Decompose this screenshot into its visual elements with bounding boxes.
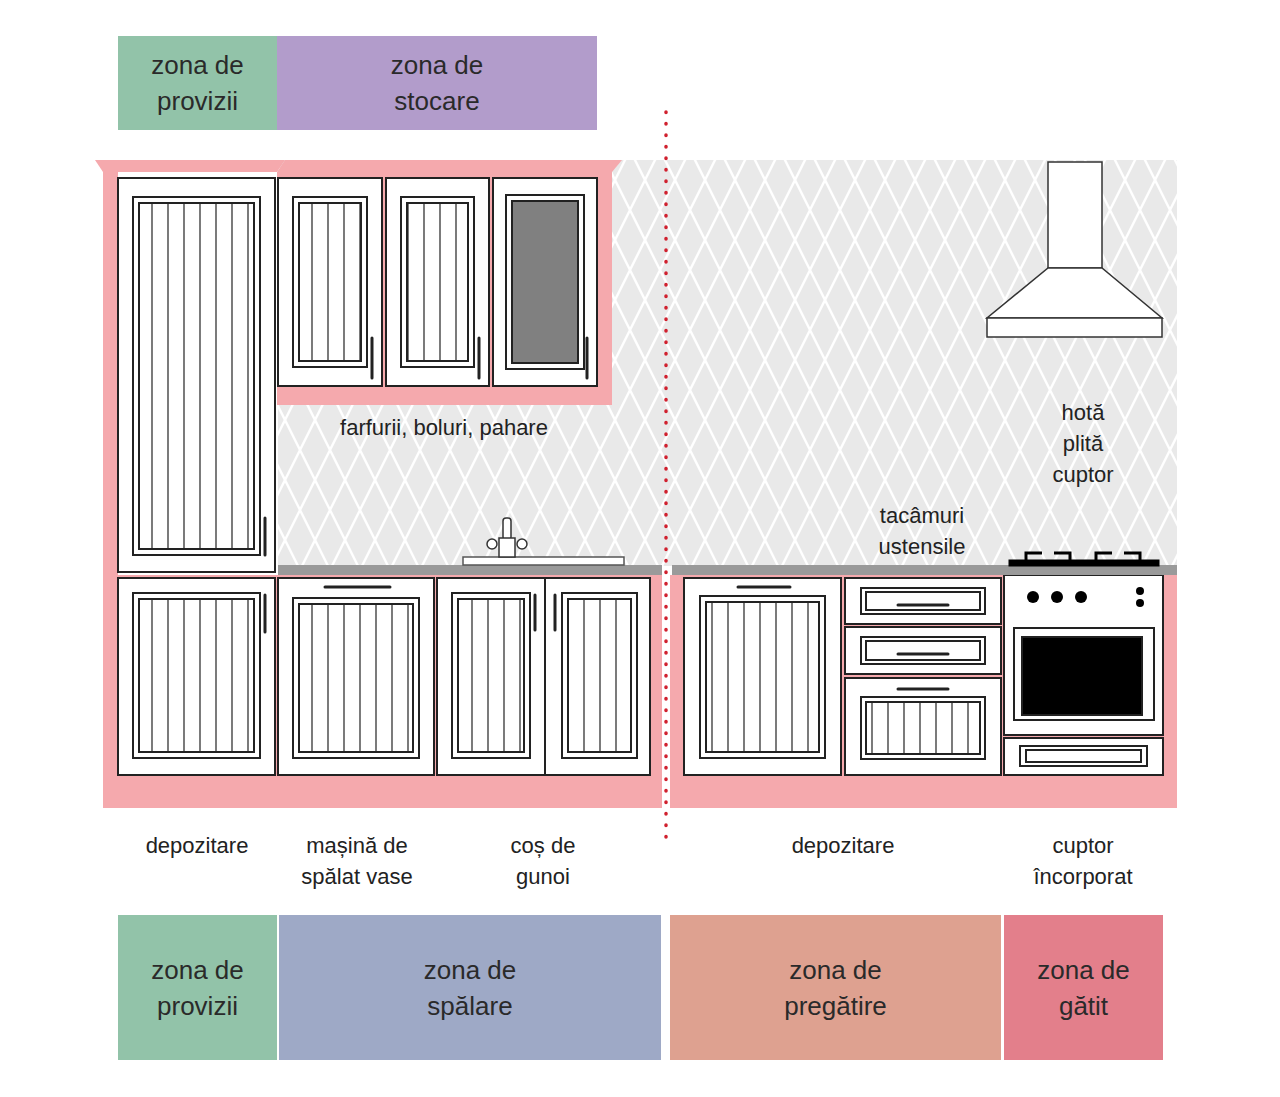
zone-name: zona de pregătire — [746, 952, 926, 1024]
zone-box: zona de provizii — [118, 36, 277, 130]
oven-knobs — [1027, 587, 1144, 607]
zone-box: zona de gătit — [1004, 915, 1163, 1060]
zone-box: zona de pregătire — [670, 915, 1001, 1060]
hood — [987, 162, 1162, 337]
part-label: depozitare — [122, 830, 272, 861]
part-label: mașină de spălat vase — [282, 830, 432, 892]
faucet — [487, 518, 527, 557]
zone-box: zona de stocare — [277, 36, 597, 130]
divider-line — [664, 112, 668, 840]
zone-box: zona de provizii — [118, 915, 277, 1060]
sink — [463, 557, 624, 565]
handles — [265, 338, 948, 689]
hob — [1010, 553, 1158, 565]
zone-name: zona de stocare — [352, 47, 522, 119]
wall-tiles — [278, 160, 1177, 566]
countertop — [278, 565, 662, 575]
zone-name: zona de spălare — [380, 952, 560, 1024]
part-label: depozitare — [763, 830, 923, 861]
part-label: cuptor încorporat — [1013, 830, 1153, 892]
part-label: tacâmuri ustensile — [866, 500, 978, 562]
cabinet-doors — [118, 178, 1163, 775]
cabinet-frame — [95, 160, 1177, 808]
zone-box: zona de spălare — [279, 915, 661, 1060]
zone-name: zona de gătit — [1014, 952, 1154, 1024]
zone-name: zona de provizii — [128, 952, 268, 1024]
part-label: hotă plită cuptor — [1041, 397, 1125, 490]
zone-name: zona de provizii — [128, 47, 268, 119]
part-label: farfurii, boluri, pahare — [284, 412, 604, 443]
part-label: coș de gunoi — [491, 830, 595, 892]
